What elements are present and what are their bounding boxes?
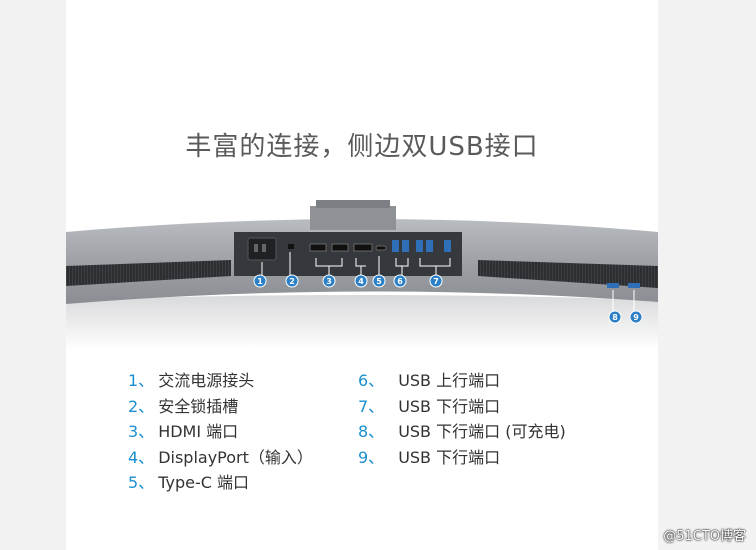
hdmi-port-icon — [331, 243, 349, 252]
item-label: USB 上行端口 — [398, 371, 501, 390]
item-label: 交流电源接头 — [158, 371, 255, 390]
list-item: 7、 USB 下行端口 — [358, 393, 566, 419]
type-c-port-icon — [375, 245, 387, 251]
callout-label: 9 — [633, 313, 639, 322]
callout-label: 8 — [612, 313, 618, 322]
hdmi-port-icon — [309, 243, 327, 252]
item-label: USB 下行端口 — [398, 447, 501, 467]
displayport-icon — [353, 243, 373, 252]
item-label: USB 下行端口 (可充电) — [398, 422, 566, 441]
watermark: @51CTO博客 — [663, 529, 746, 544]
item-number: 8、 — [358, 422, 385, 441]
left-vent — [66, 260, 231, 286]
list-item: 6、 USB 上行端口 — [358, 367, 566, 393]
callout-marker — [253, 274, 267, 288]
callout-marker — [372, 274, 386, 288]
usb-port-icon — [416, 240, 423, 252]
page-title: 丰富的连接，侧边双USB接口 — [185, 132, 539, 162]
port-list-left: 1、交流电源接头 2、安全锁插槽 3、HDMI 端口 4、DisplayPort… — [128, 367, 313, 495]
item-number: 5、 — [128, 473, 155, 492]
item-number: 3、 — [128, 422, 155, 441]
callout-marker — [429, 274, 443, 288]
item-label: HDMI 端口 — [158, 422, 239, 441]
list-item: 9、 USB 下行端口 — [358, 444, 566, 470]
item-number: 2、 — [128, 396, 155, 416]
item-label: Type-C 端口 — [158, 473, 249, 492]
stand-top — [316, 200, 390, 208]
usb-port-icon — [402, 240, 409, 252]
callout-marker — [285, 274, 299, 288]
callout-label: 2 — [289, 277, 295, 286]
callout-label: 3 — [326, 277, 332, 286]
list-item: 3、HDMI 端口 — [128, 418, 313, 444]
callout-marker — [354, 274, 368, 288]
monitor-rear-image: 1 2 3 4 5 6 7 8 9 — [66, 200, 658, 350]
callout-label: 4 — [358, 277, 364, 286]
lock-slot-icon — [288, 244, 294, 249]
usb-port-icon — [444, 240, 451, 252]
list-item: 5、 Type-C 端口 — [128, 469, 313, 495]
callout-label: 6 — [397, 277, 403, 286]
monitor-shadow — [66, 295, 658, 350]
list-item: 1、交流电源接头 — [128, 367, 313, 393]
stand-neck — [310, 206, 396, 230]
side-usb-port-icon — [628, 283, 640, 288]
callout-marker — [608, 310, 622, 324]
list-item: 8、 USB 下行端口 (可充电) — [358, 418, 566, 444]
item-number: 1、 — [128, 371, 155, 390]
item-label: 安全锁插槽 — [158, 396, 239, 416]
callout-marker — [629, 310, 643, 324]
side-usb-port-icon — [607, 283, 619, 288]
right-vent — [478, 260, 658, 288]
callout-marker — [322, 274, 336, 288]
callout-marker — [393, 274, 407, 288]
list-item: 2、安全锁插槽 — [128, 393, 313, 419]
item-number: 4、 — [128, 447, 155, 467]
callout-label: 5 — [376, 277, 382, 286]
item-number: 6、 — [358, 371, 385, 390]
usb-port-icon — [392, 240, 399, 252]
item-number: 7、 — [358, 396, 385, 416]
item-number: 9、 — [358, 447, 385, 467]
callout-label: 7 — [433, 277, 439, 286]
product-card: 丰富的连接，侧边双USB接口 — [66, 0, 658, 550]
port-list-right: 6、 USB 上行端口 7、 USB 下行端口 8、 USB 下行端口 (可充电) 9… — [358, 367, 566, 469]
list-item: 4、DisplayPort（输入） — [128, 444, 313, 470]
item-label: USB 下行端口 — [398, 396, 501, 416]
callout-label: 1 — [257, 277, 263, 286]
usb-port-icon — [426, 240, 433, 252]
item-label: DisplayPort（输入） — [158, 447, 313, 467]
